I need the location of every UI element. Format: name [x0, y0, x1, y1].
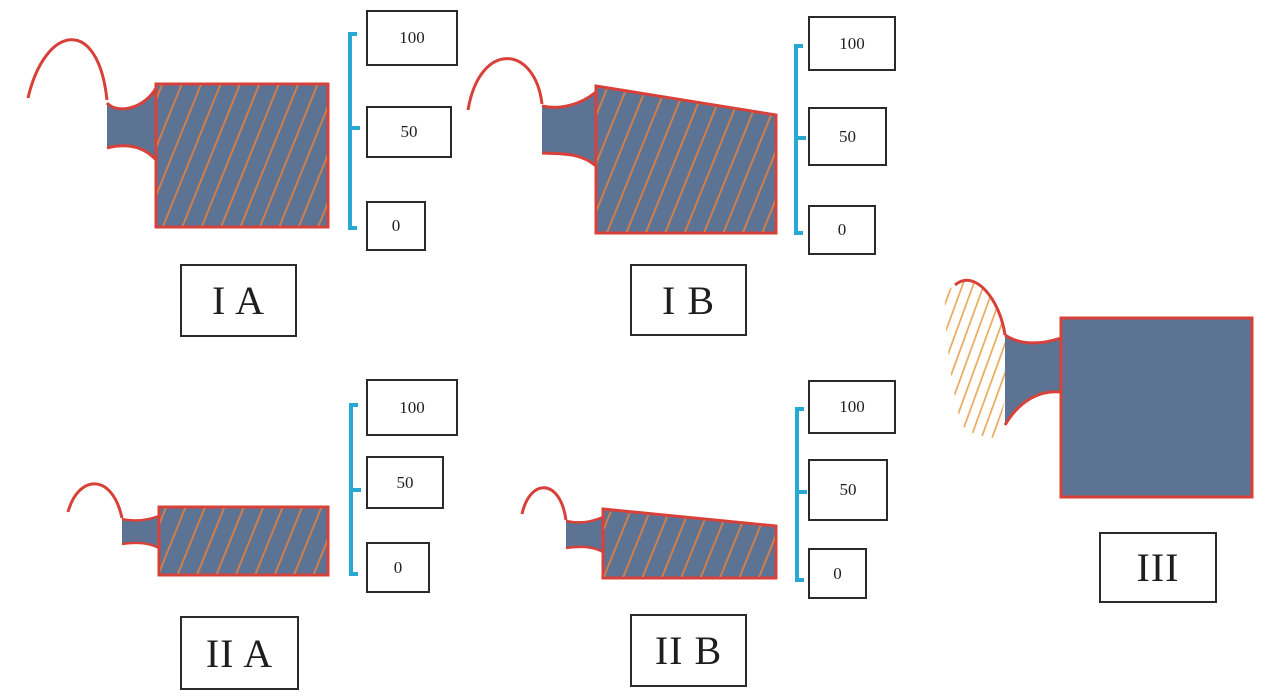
panel-iii-neck [1005, 335, 1061, 425]
panel-ia-scale-bracket [348, 32, 360, 230]
panel-iib-scale-50: 50 [808, 459, 888, 521]
panel-iib-neck [566, 517, 603, 552]
panel-iii-label: III [1099, 532, 1217, 603]
panel-ia-scale-0: 0 [366, 201, 426, 251]
panel-ib-arc [466, 57, 544, 111]
panel-iib-shape [520, 486, 778, 580]
panel-iia-shape [66, 482, 330, 577]
panel-iib-arc [520, 486, 568, 521]
panel-ib-scale-50: 50 [808, 107, 887, 166]
panel-iia-neck [122, 516, 159, 548]
panel-iib-scale-100: 100 [808, 380, 896, 434]
panel-iia-scale-100: 100 [366, 379, 458, 436]
panel-ib-shape [466, 57, 778, 235]
panel-ib-label: I B [630, 264, 747, 336]
panel-ib-scale-0: 0 [808, 205, 876, 255]
panel-iia-scale-bracket [349, 403, 361, 576]
panel-iia-scale-0: 0 [366, 542, 430, 593]
panel-iia-label: II A [180, 616, 299, 690]
panel-ia-neck [107, 88, 156, 160]
panel-ib-scale-100: 100 [808, 16, 896, 71]
panel-ia-label: I A [180, 264, 297, 337]
panel-ia-scale-50: 50 [366, 106, 452, 158]
panel-ia-arc [26, 38, 109, 101]
panel-ia-shape [26, 38, 330, 229]
panel-iii-shape [945, 278, 1254, 499]
panel-iii-body [1059, 316, 1254, 499]
panel-iib-scale-bracket [795, 407, 807, 582]
panel-iib-label: II B [630, 614, 747, 687]
panel-iia-arc [66, 482, 124, 519]
panel-ib-neck [542, 92, 596, 166]
panel-ia-scale-100: 100 [366, 10, 458, 66]
panel-iib-scale-0: 0 [808, 548, 867, 599]
panel-ib-scale-bracket [794, 44, 806, 235]
panel-iii-head [945, 280, 1005, 438]
panel-iia-scale-50: 50 [366, 456, 444, 509]
